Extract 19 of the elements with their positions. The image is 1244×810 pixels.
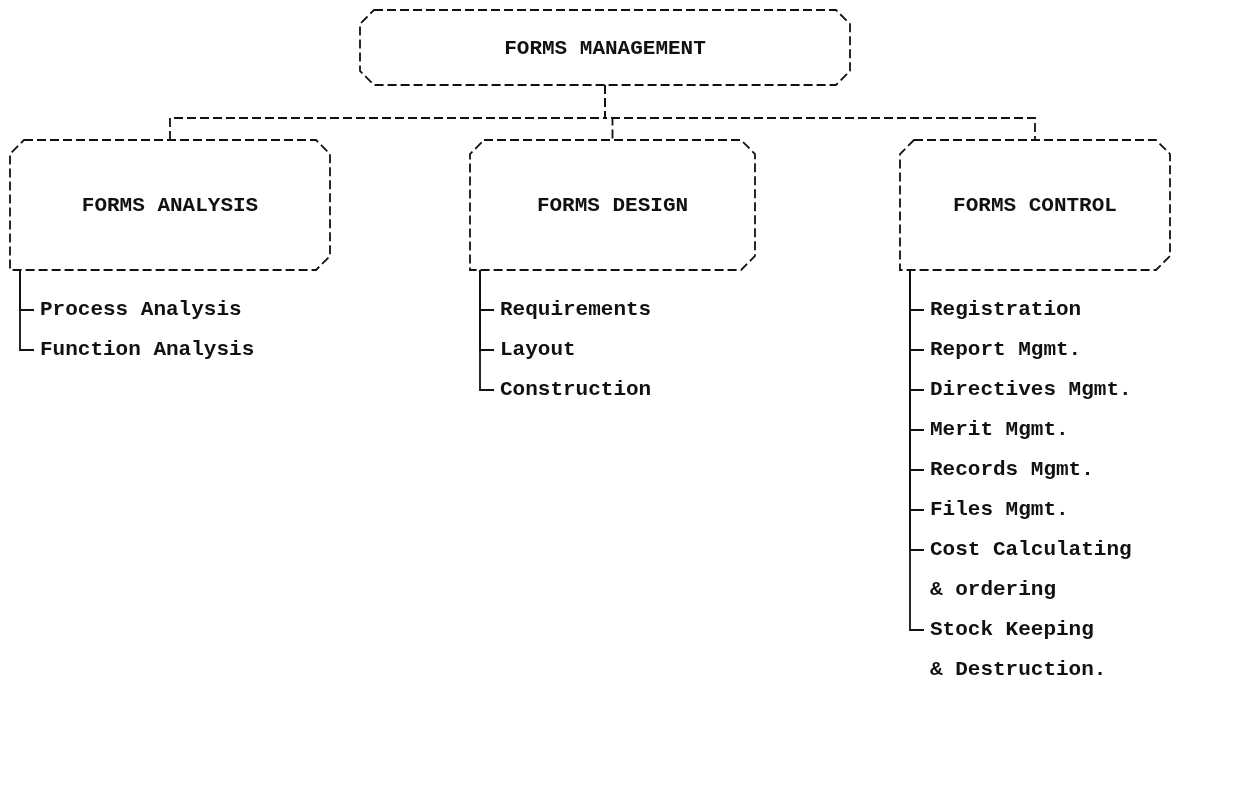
list-item: Layout — [500, 330, 576, 370]
list-item: Report Mgmt. — [930, 330, 1082, 370]
list-item: Construction — [500, 370, 652, 410]
list-item: Requirements — [500, 290, 652, 330]
list-item: Process Analysis — [40, 290, 242, 330]
box-label: FORMS CONTROL — [952, 193, 1118, 217]
connector-line — [479, 269, 495, 391]
list-item: Merit Mgmt. — [930, 410, 1069, 450]
list-item: Registration — [930, 290, 1082, 330]
list-item: Directives Mgmt. — [930, 370, 1132, 410]
box-label: FORMS ANALYSIS — [80, 193, 260, 217]
list-item: Stock Keeping & Destruction. — [930, 610, 1115, 690]
list-item: Cost Calculating & ordering — [930, 530, 1134, 610]
box-label: FORMS MANAGEMENT — [503, 36, 707, 59]
list-item: Files Mgmt. — [930, 490, 1069, 530]
list-item: Function Analysis — [40, 330, 255, 370]
list-item: Records Mgmt. — [930, 450, 1094, 490]
box-label: FORMS DESIGN — [535, 193, 690, 217]
connector-line — [19, 269, 35, 351]
